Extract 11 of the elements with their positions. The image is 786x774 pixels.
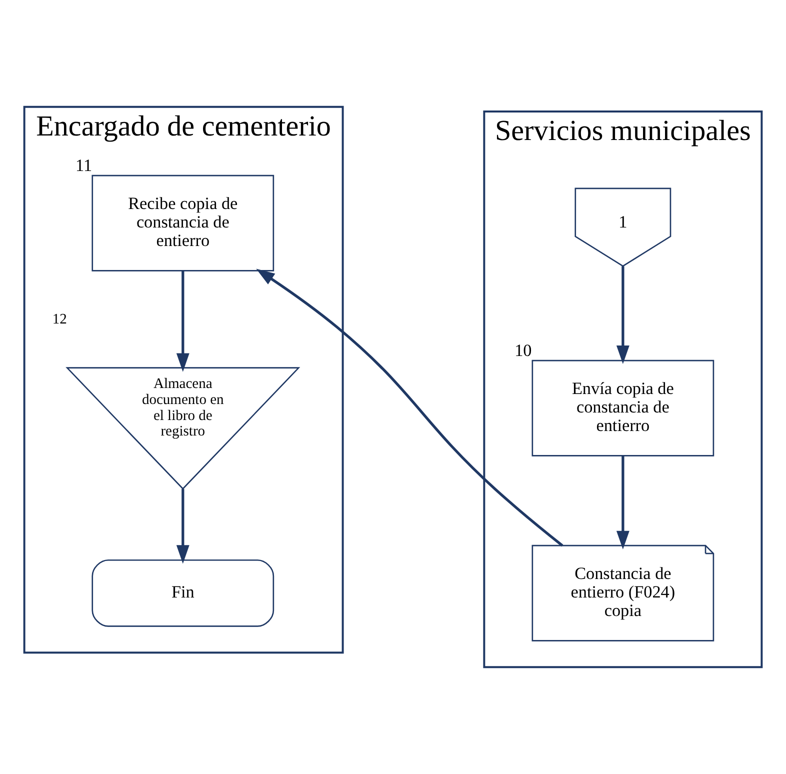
- arrow: [176, 488, 190, 564]
- arrow: [176, 270, 190, 372]
- node-label: 10: [514, 340, 532, 360]
- arrow: [616, 266, 630, 364]
- node-box: Recibe copia de constancia de entierro: [92, 174, 274, 272]
- arrow: [256, 268, 564, 547]
- arrow: [616, 456, 630, 550]
- node-label: 12: [52, 311, 67, 328]
- node-box: Envía copia de constancia de entierro: [532, 360, 714, 456]
- node-label: 11: [76, 156, 92, 175]
- node-box: Fin: [92, 559, 274, 627]
